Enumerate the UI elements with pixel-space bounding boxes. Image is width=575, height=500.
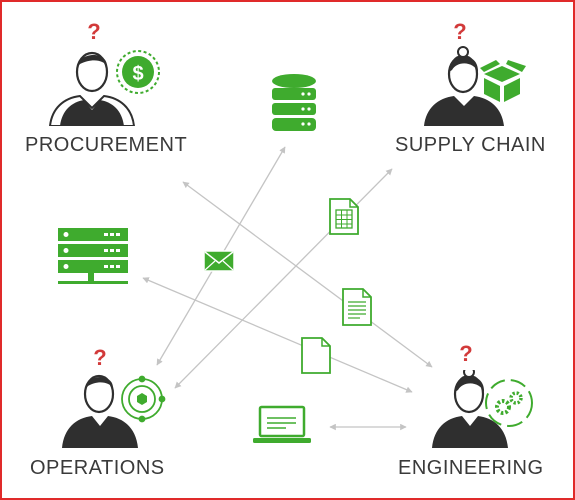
supply-chain-question-mark: ? — [453, 19, 466, 44]
process-cycle-icon — [121, 375, 166, 423]
procurement-label: PROCUREMENT — [25, 134, 188, 156]
database-icon — [272, 74, 316, 131]
svg-text:$: $ — [132, 63, 143, 85]
procurement-question-mark: ? — [87, 19, 100, 44]
operations-label: OPERATIONS — [30, 457, 165, 479]
gears-cycle-icon — [485, 379, 533, 427]
engineering-question-mark: ? — [459, 341, 472, 366]
supply-chain-person-icon: ? — [424, 19, 504, 126]
server-rack-icon — [58, 228, 128, 284]
procurement-person-icon: ? — [48, 19, 136, 126]
text-document-icon — [342, 288, 372, 326]
engineering-label: ENGINEERING — [398, 457, 544, 479]
envelope-icon — [203, 250, 235, 272]
supply-chain-label: SUPPLY CHAIN — [395, 134, 546, 156]
laptop-icon — [253, 405, 311, 443]
connector-line — [142, 277, 413, 393]
spreadsheet-document-icon — [329, 198, 359, 235]
dollar-coin-icon: $ — [116, 50, 160, 94]
engineering-person-icon: ? — [432, 341, 508, 448]
operations-question-mark: ? — [93, 345, 106, 370]
blank-document-icon — [301, 337, 331, 374]
operations-person-icon: ? — [62, 345, 138, 448]
open-box-icon — [480, 60, 526, 102]
